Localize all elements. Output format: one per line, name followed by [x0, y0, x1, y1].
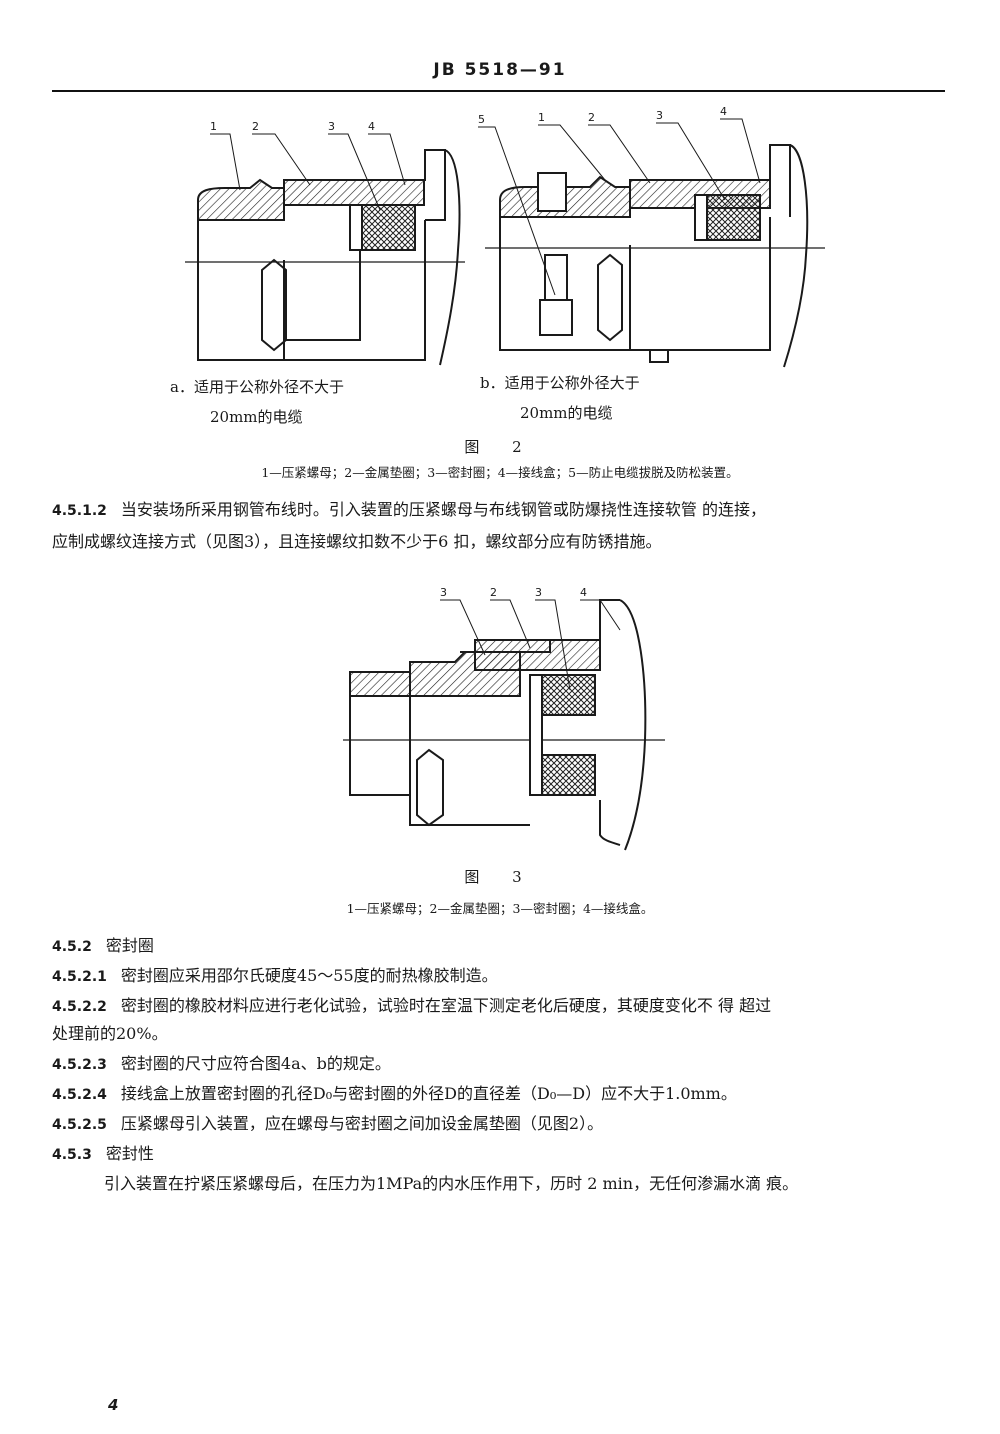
para-4-5-2-4: 4.5.2.4 接线盒上放置密封圈的孔径D₀与密封圈的外径D的直径差（D₀—D）应… [52, 1080, 952, 1109]
fig2b-label-2: 2 [588, 111, 595, 124]
figure-2-title: 图 2 [464, 438, 536, 456]
figure-3-title: 图 3 [464, 868, 536, 886]
fig2a-caption: a．适用于公称外径不大于 20mm的电缆 [170, 372, 344, 432]
section-text: 密封圈应采用邵尔氏硬度45～55度的耐热橡胶制造。 [120, 966, 498, 985]
fig3-label-2: 2 [490, 586, 497, 599]
fig3-label-3b: 3 [535, 586, 542, 599]
fig2b-caption-line2: 20mm的电缆 [520, 404, 613, 422]
section-number: 4.5.2.1 [52, 969, 107, 985]
page-number: 4 [108, 1396, 119, 1414]
figure-2-legend: 1—压紧螺母；2—金属垫圈；3—密封圈；4—接线盒；5—防止电缆拔脱及防松装置。 [261, 465, 739, 480]
figure-2a-drawing: 1 2 3 4 [180, 110, 470, 375]
para-4-5-2-2-cont: 处理前的20%。 [52, 1024, 168, 1043]
para-4-5-1-2: 4.5.1.2 当安装场所采用钢管布线时。引入装置的压紧螺母与布线钢管或防爆挠性连… [52, 496, 952, 525]
header-rule [52, 90, 945, 92]
fig2a-caption-line1: a．适用于公称外径不大于 [170, 378, 344, 396]
section-number: 4.5.2.3 [52, 1057, 107, 1073]
section-number: 4.5.2.2 [52, 999, 107, 1015]
fig2a-label-3: 3 [328, 120, 335, 133]
fig3-label-4: 4 [580, 586, 587, 599]
section-title: 密封圈 [105, 936, 154, 955]
fig2b-caption: b．适用于公称外径大于 20mm的电缆 [480, 368, 640, 428]
para-4-5-2-3: 4.5.2.3 密封圈的尺寸应符合图4a、b的规定。 [52, 1050, 952, 1079]
fig2a-label-2: 2 [252, 120, 259, 133]
section-text: 压紧螺母引入装置，应在螺母与密封圈之间加设金属垫圈（见图2）。 [120, 1114, 604, 1133]
standard-code: JB 5518—91 [433, 60, 567, 80]
section-text: 当安装场所采用钢管布线时。引入装置的压紧螺母与布线钢管或防爆挠性连接软管 的连接… [120, 500, 767, 519]
para-4-5-2-1: 4.5.2.1 密封圈应采用邵尔氏硬度45～55度的耐热橡胶制造。 [52, 962, 952, 991]
section-number: 4.5.1.2 [52, 503, 107, 519]
section-number: 4.5.2.5 [52, 1117, 107, 1133]
fig2b-label-4: 4 [720, 105, 727, 118]
section-number: 4.5.2 [52, 939, 92, 955]
section-text: 密封圈的橡胶材料应进行老化试验，试验时在室温下测定老化后硬度，其硬度变化不 得 … [120, 996, 772, 1015]
section-number: 4.5.3 [52, 1147, 92, 1163]
figure-2b-drawing: 5 1 2 3 4 [470, 105, 830, 375]
para-4-5-3: 4.5.3 密封性 [52, 1140, 952, 1169]
fig2a-label-1: 1 [210, 120, 217, 133]
fig3-label-3a: 3 [440, 586, 447, 599]
para-4-5-2: 4.5.2 密封圈 [52, 932, 952, 961]
section-title: 密封性 [105, 1144, 154, 1163]
fig2b-label-5: 5 [478, 113, 485, 126]
para-4-5-2-5: 4.5.2.5 压紧螺母引入装置，应在螺母与密封圈之间加设金属垫圈（见图2）。 [52, 1110, 952, 1139]
fig2b-label-1: 1 [538, 111, 545, 124]
para-4-5-3-text: 引入装置在拧紧压紧螺母后，在压力为1MPa的内水压作用下，历时 2 min，无任… [104, 1174, 799, 1193]
para-4-5-2-2: 4.5.2.2 密封圈的橡胶材料应进行老化试验，试验时在室温下测定老化后硬度，其硬… [52, 992, 952, 1021]
section-text: 密封圈的尺寸应符合图4a、b的规定。 [120, 1054, 391, 1073]
section-text: 接线盒上放置密封圈的孔径D₀与密封圈的外径D的直径差（D₀—D）应不大于1.0m… [120, 1084, 737, 1103]
fig2a-caption-line2: 20mm的电缆 [210, 408, 303, 426]
fig2b-caption-line1: b．适用于公称外径大于 [480, 374, 640, 392]
fig2b-label-3: 3 [656, 109, 663, 122]
section-number: 4.5.2.4 [52, 1087, 107, 1103]
figure-3-drawing: 3 2 3 4 [335, 580, 670, 860]
para-4-5-1-2-cont: 应制成螺纹连接方式（见图3），且连接螺纹扣数不少于6 扣，螺纹部分应有防锈措施。 [52, 532, 662, 551]
fig2a-label-4: 4 [368, 120, 375, 133]
figure-3-legend: 1—压紧螺母；2—金属垫圈；3—密封圈；4—接线盒。 [346, 901, 654, 916]
